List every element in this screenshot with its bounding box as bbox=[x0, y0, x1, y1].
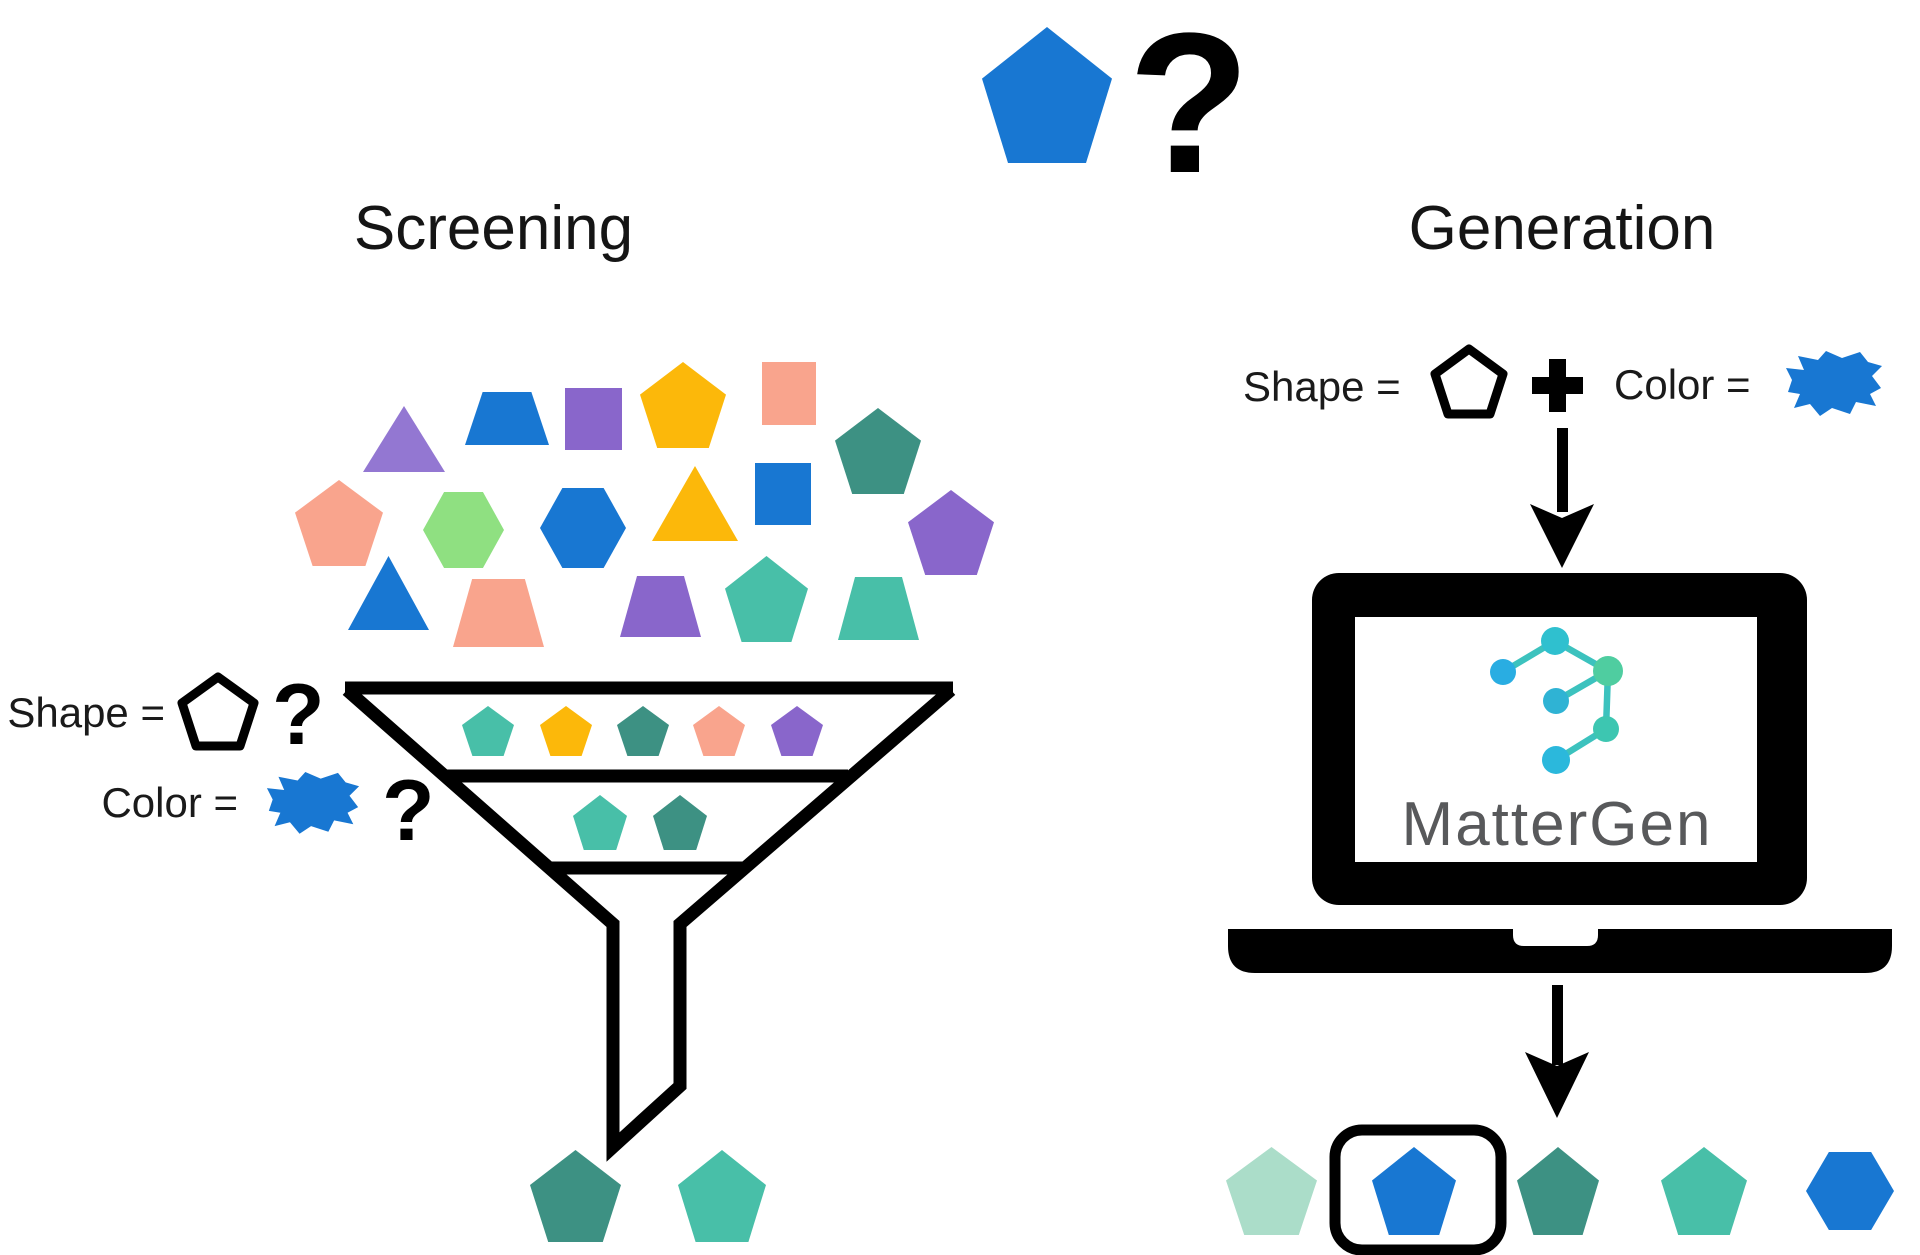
laptop-base bbox=[1228, 929, 1892, 973]
laptop-base-notch bbox=[1513, 929, 1598, 946]
generation-color-label: Color = bbox=[1614, 361, 1751, 408]
prompt-question-mark: ? bbox=[1128, 0, 1251, 215]
color-blob-icon bbox=[1786, 351, 1882, 416]
purple-square bbox=[565, 388, 622, 450]
funnel-outline bbox=[342, 681, 956, 1162]
down-arrow bbox=[1530, 428, 1594, 568]
plus-icon bbox=[1532, 359, 1583, 412]
generation-title: Generation bbox=[1408, 194, 1716, 263]
blue-square bbox=[755, 463, 811, 525]
logo-node bbox=[1543, 688, 1569, 714]
funnel bbox=[342, 681, 956, 1162]
screening-shape-label: Shape = bbox=[7, 689, 165, 736]
logo-node bbox=[1593, 716, 1619, 742]
shape-pentagon-outline-icon bbox=[1430, 344, 1508, 419]
screening-title: Screening bbox=[353, 194, 634, 263]
color-blob-icon bbox=[266, 771, 360, 834]
laptop-icon bbox=[1228, 573, 1892, 973]
down-arrow bbox=[1525, 985, 1589, 1118]
generation-shape-label: Shape = bbox=[1243, 363, 1401, 410]
salmon-square bbox=[762, 362, 816, 425]
mattergen-logo bbox=[1490, 627, 1623, 774]
laptop-screen bbox=[1355, 617, 1757, 862]
shape-pentagon-outline-icon bbox=[177, 672, 259, 751]
logo-node bbox=[1593, 656, 1623, 686]
logo-node bbox=[1490, 659, 1516, 685]
logo-node bbox=[1541, 627, 1569, 655]
mattergen-brand-text: MatterGen bbox=[1401, 790, 1713, 859]
screening-shape-question: ? bbox=[272, 667, 325, 763]
screening-color-question: ? bbox=[382, 763, 435, 859]
screening-color-label: Color = bbox=[101, 779, 238, 826]
logo-node bbox=[1542, 746, 1570, 774]
